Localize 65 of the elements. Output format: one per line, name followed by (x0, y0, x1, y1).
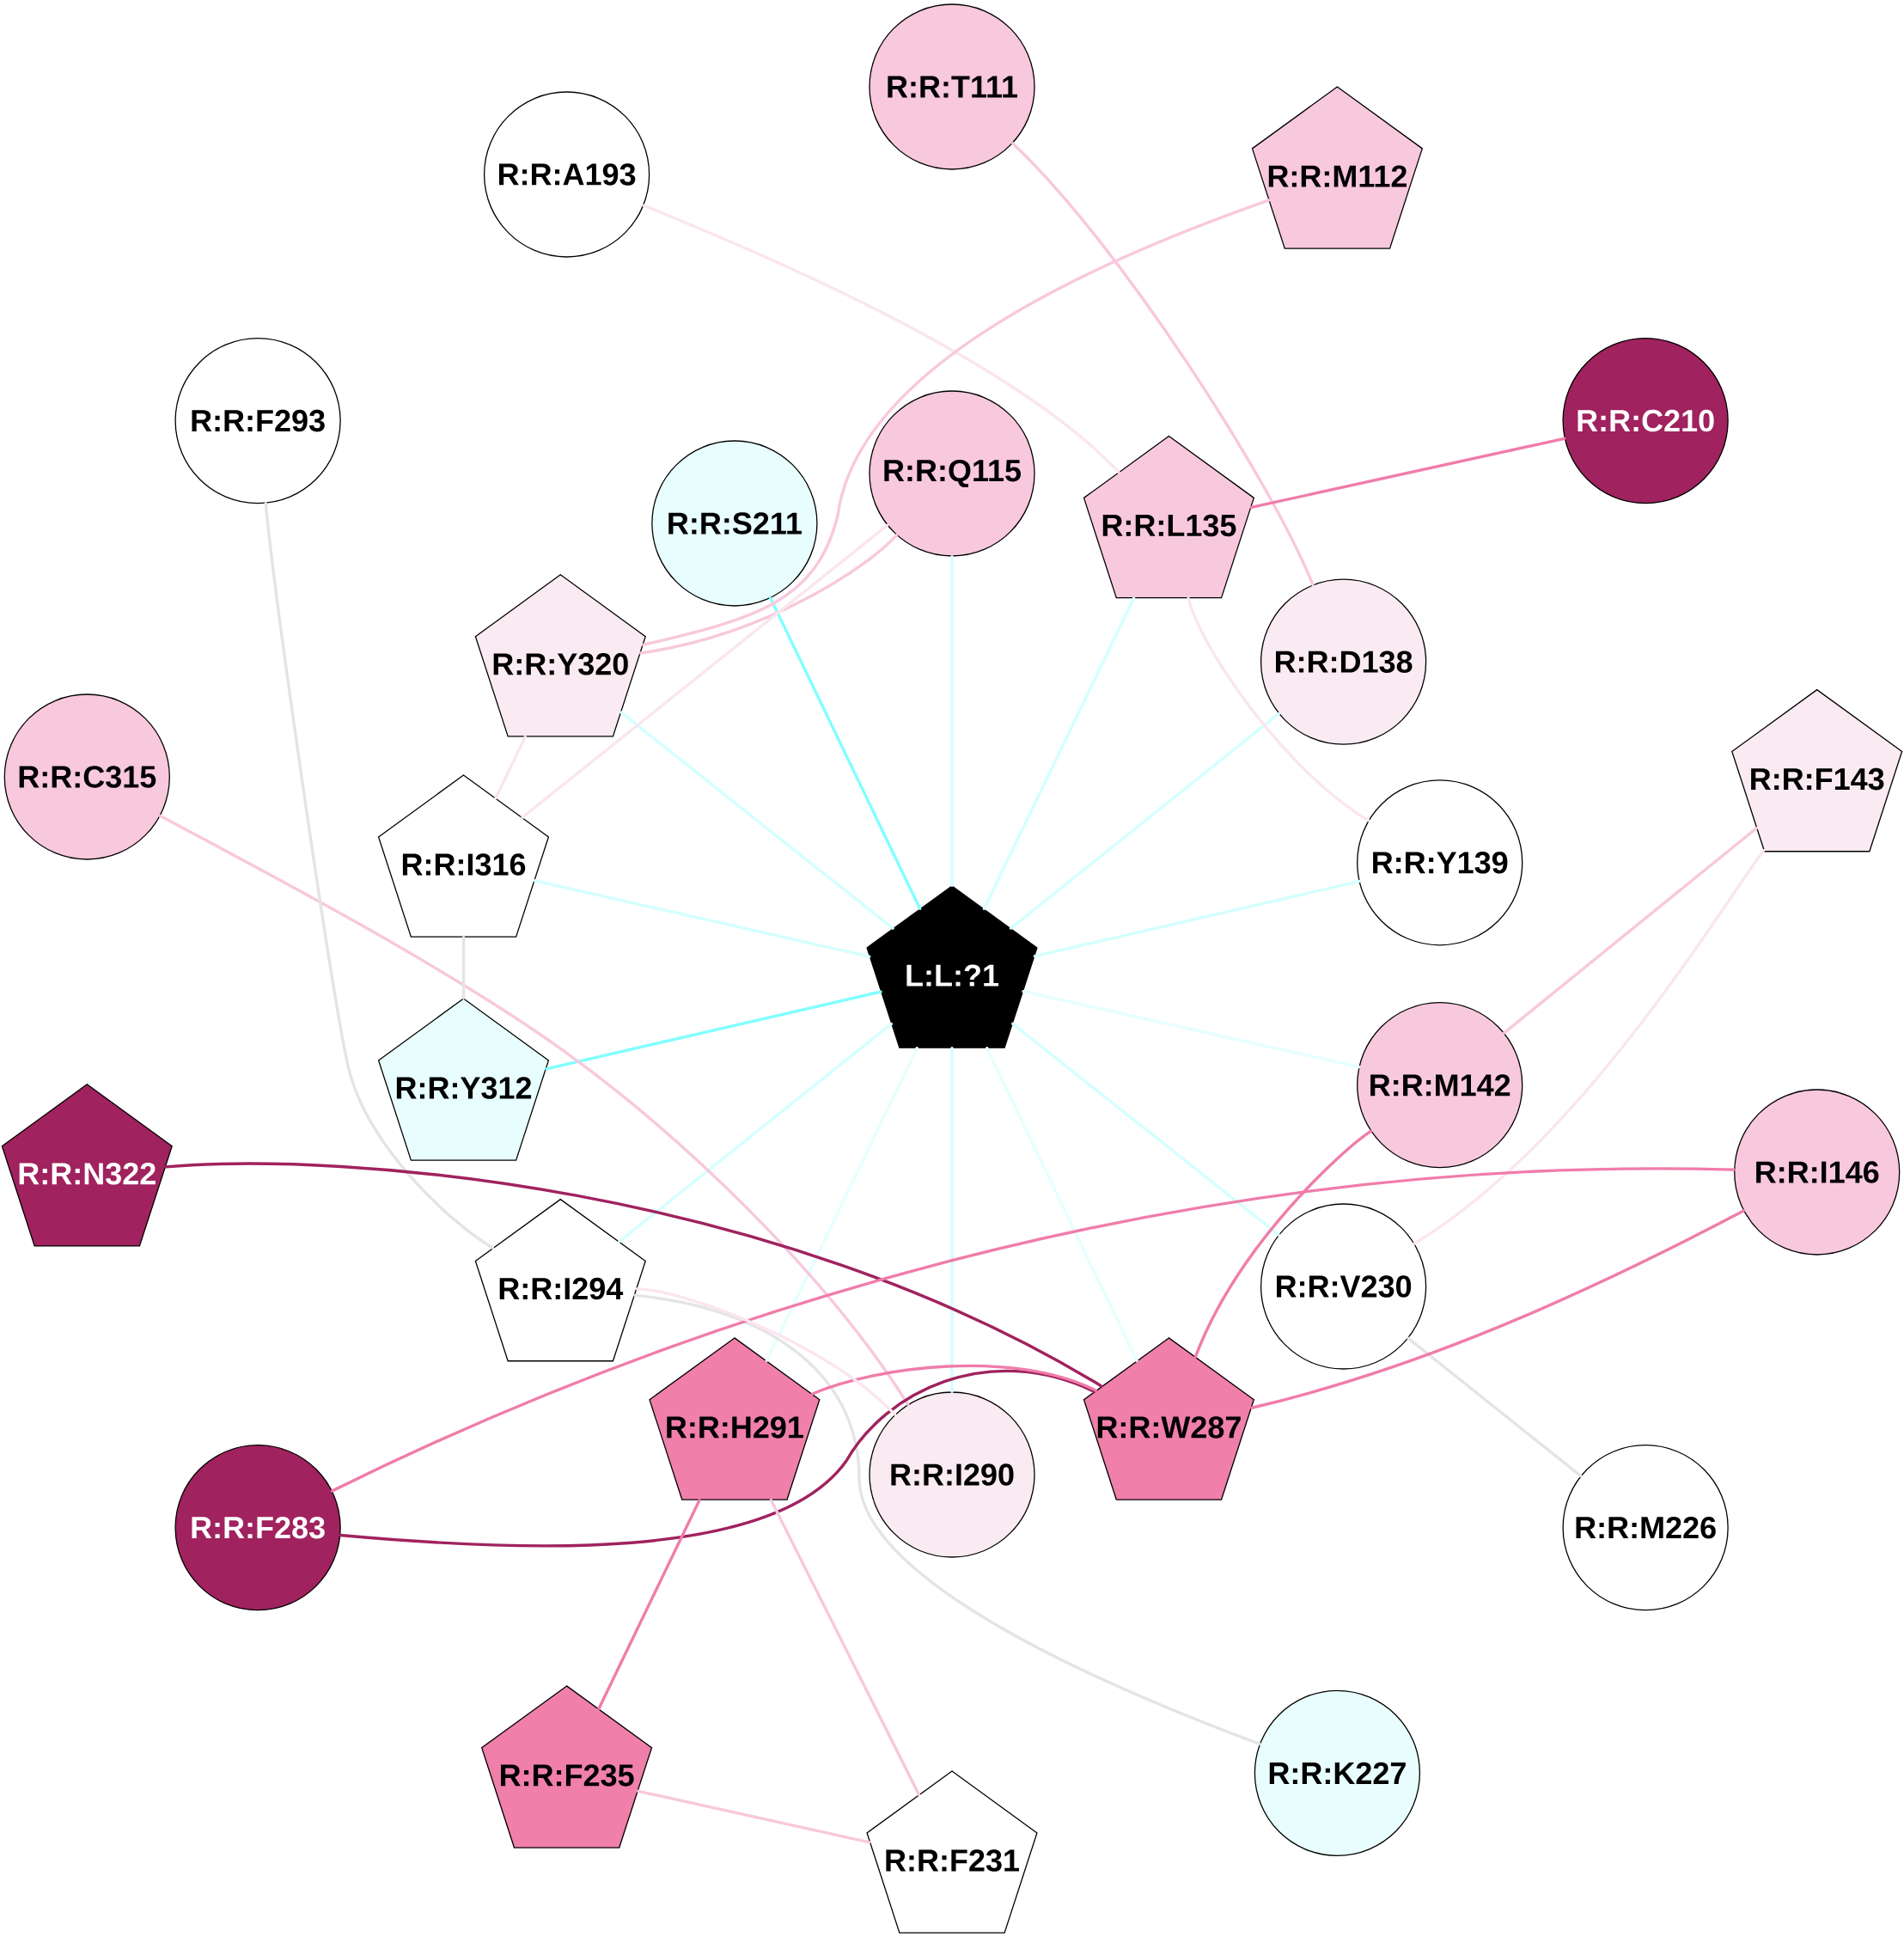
connection-line (158, 814, 910, 1406)
pentagon-node: R:R:F235 (480, 1685, 653, 1848)
pentagon-node: R:R:F143 (1731, 688, 1903, 852)
circle-node: R:R:I290 (869, 1391, 1035, 1558)
connection-line (633, 1293, 1261, 1746)
pentagon-node: R:R:I316 (377, 774, 550, 938)
connection-line (769, 596, 922, 911)
circle-node: R:R:K227 (1254, 1689, 1421, 1856)
circle-node: R:R:T111 (869, 3, 1035, 170)
pentagon-node: R:R:F231 (866, 1770, 1038, 1934)
circle-node: R:R:Y139 (1357, 779, 1523, 946)
circle-node: R:R:C210 (1562, 337, 1729, 504)
connection-line (1011, 142, 1315, 587)
connection-line (1033, 879, 1361, 958)
connection-line (164, 1162, 1103, 1388)
circle-node: R:R:M142 (1357, 1002, 1523, 1169)
pentagon-node: R:R:Y320 (474, 574, 646, 737)
connection-line (1009, 712, 1280, 930)
connection-line (769, 1499, 921, 1796)
connection-line (521, 523, 889, 819)
connection-line (1407, 1336, 1583, 1478)
connection-line (264, 502, 495, 1249)
connection-line (618, 1022, 893, 1243)
circle-node: R:R:F293 (174, 337, 341, 504)
connection-line (545, 990, 882, 1071)
pentagon-node: R:R:H291 (649, 1337, 821, 1500)
connection-line (950, 1047, 954, 1394)
connection-line (1503, 827, 1758, 1035)
connection-line (765, 1047, 918, 1362)
circle-node: R:R:A193 (483, 91, 650, 258)
circle-node: R:R:C315 (3, 693, 170, 860)
pentagon-node: R:R:N322 (1, 1084, 173, 1247)
connection-line (533, 879, 871, 958)
connection-line (810, 1364, 1097, 1396)
connection-line (638, 534, 899, 655)
pentagon-node: L:L:?1 (866, 885, 1038, 1048)
connection-line (642, 204, 1120, 474)
connection-line (637, 1789, 871, 1844)
connection-line (494, 735, 527, 800)
connection-line (1193, 1129, 1373, 1359)
pentagon-node: R:R:Y312 (377, 998, 550, 1161)
connection-line (461, 936, 466, 999)
connection-line (331, 1168, 1736, 1493)
connection-line (1249, 437, 1566, 510)
circle-node: R:R:D138 (1260, 578, 1427, 745)
connection-line (950, 554, 954, 887)
circle-node: R:R:Q115 (869, 390, 1035, 557)
connection-line (1250, 1209, 1745, 1409)
connection-line (1413, 849, 1766, 1245)
connection-line (597, 1499, 701, 1710)
circle-node: R:R:M226 (1562, 1445, 1729, 1611)
pentagon-node: R:R:I294 (474, 1198, 646, 1362)
circle-node: R:R:V230 (1260, 1203, 1427, 1370)
circle-node: R:R:I146 (1734, 1089, 1901, 1256)
connection-line (635, 1287, 897, 1416)
connection-line (642, 199, 1271, 647)
connection-line (1187, 596, 1370, 822)
circle-node: R:R:F283 (174, 1445, 341, 1611)
connection-line (986, 1047, 1138, 1362)
connection-line (1022, 990, 1361, 1069)
connection-line (619, 711, 894, 930)
connection-line (982, 596, 1136, 911)
connection-line (339, 1369, 1096, 1548)
connection-line (1011, 1022, 1280, 1237)
circle-node: R:R:S211 (651, 440, 818, 607)
